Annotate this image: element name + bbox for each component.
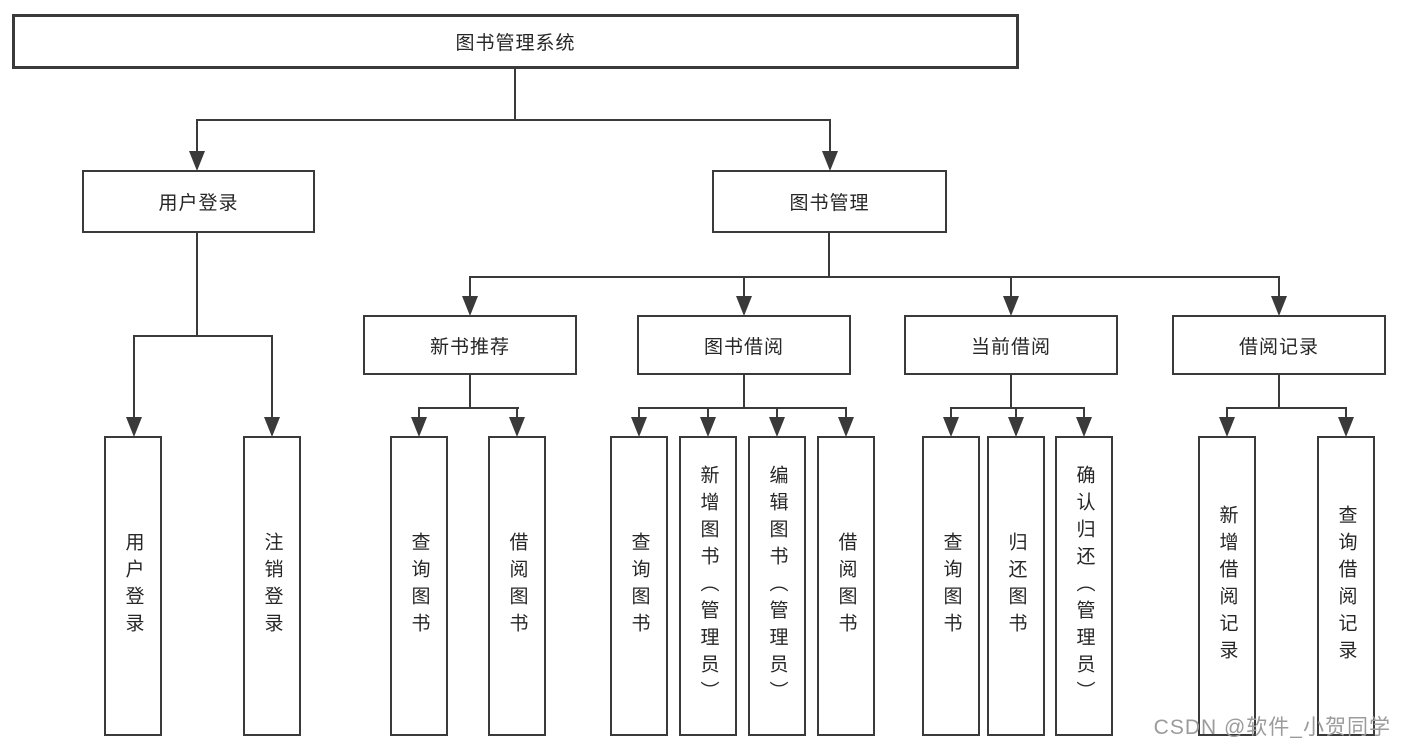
connector-borrow-records-stem [1278, 374, 1280, 409]
leaf-query-borrow-record: 查询借阅记录 [1317, 436, 1375, 736]
arrow-down-icon [264, 417, 280, 437]
node-new-book-recommend-label: 新书推荐 [429, 336, 510, 358]
node-user-login: 用户登录 [82, 170, 315, 233]
leaf-add-borrow-record: 新增借阅记录 [1198, 436, 1256, 736]
leaf-logout: 注销登录 [243, 436, 301, 736]
leaf-logout-label: 注销登录 [261, 532, 283, 640]
connector-drop [1015, 407, 1017, 423]
arrow-down-icon [769, 417, 785, 437]
node-library-system-label: 图书管理系统 [455, 33, 576, 54]
arrow-down-icon [943, 417, 959, 437]
arrow-down-icon [1219, 417, 1235, 437]
node-book-borrow-label: 图书借阅 [703, 336, 784, 358]
leaf-query-books-recommend: 查询图书 [390, 436, 448, 736]
leaf-borrow-books: 借阅图书 [817, 436, 875, 736]
node-new-book-recommend: 新书推荐 [363, 315, 577, 375]
connector-user-login-rail [133, 335, 273, 337]
arrow-down-icon [838, 417, 854, 437]
leaf-add-book-admin: 新增图书（管理员） [679, 436, 737, 736]
leaf-query-books-current-label: 查询图书 [940, 532, 962, 640]
leaf-confirm-return-admin: 确认归还（管理员） [1055, 436, 1113, 736]
leaf-add-book-admin-label: 新增图书（管理员） [697, 464, 719, 708]
connector-drop [1226, 407, 1228, 423]
leaf-borrow-books-recommend: 借阅图书 [488, 436, 546, 736]
connector-new-book-rail [418, 407, 519, 409]
leaf-borrow-books-recommend-label: 借阅图书 [506, 532, 528, 640]
leaf-return-book: 归还图书 [987, 436, 1045, 736]
connector-root-stem [514, 69, 516, 121]
leaf-query-books-recommend-label: 查询图书 [408, 532, 430, 640]
leaf-borrow-books-label: 借阅图书 [835, 532, 857, 640]
leaf-edit-book-admin: 编辑图书（管理员） [748, 436, 806, 736]
connector-book-mgmt-rail [469, 276, 1280, 278]
node-book-management-label: 图书管理 [789, 193, 870, 214]
arrow-down-icon [509, 417, 525, 437]
connector-drop [516, 407, 518, 423]
connector-book-borrow-rail [638, 407, 847, 409]
arrow-down-icon [462, 296, 478, 316]
leaf-user-login: 用户登录 [104, 436, 162, 736]
arrow-down-icon [631, 417, 647, 437]
connector-drop [845, 407, 847, 423]
connector-drop [1083, 407, 1085, 423]
node-library-system: 图书管理系统 [12, 14, 1019, 69]
connector-user-login-stem [196, 233, 198, 337]
csdn-watermark: CSDN @软件_小贺同学 [1153, 716, 1391, 739]
connector-new-book-stem [469, 374, 471, 409]
connector-book-borrow-stem [743, 374, 745, 409]
leaf-edit-book-admin-label: 编辑图书（管理员） [766, 464, 788, 708]
connector-book-mgmt-stem [828, 233, 830, 278]
leaf-user-login-label: 用户登录 [122, 532, 144, 640]
connector-drop [776, 407, 778, 423]
connector-drop-new-book [469, 276, 471, 300]
node-borrow-records-label: 借阅记录 [1238, 336, 1319, 358]
arrow-down-icon [1338, 417, 1354, 437]
leaf-query-books-borrow-label: 查询图书 [628, 532, 650, 640]
leaf-confirm-return-admin-label: 确认归还（管理员） [1073, 464, 1095, 708]
connector-drop [418, 407, 420, 423]
arrow-down-icon [822, 151, 838, 171]
arrow-down-icon [1271, 296, 1287, 316]
connector-current-borrow-stem [1010, 374, 1012, 409]
connector-drop-current-borrow [1010, 276, 1012, 300]
arrow-down-icon [700, 417, 716, 437]
leaf-return-book-label: 归还图书 [1005, 532, 1027, 640]
node-current-borrow: 当前借阅 [904, 315, 1118, 375]
connector-drop-book-borrow [743, 276, 745, 300]
node-user-login-label: 用户登录 [158, 193, 239, 214]
arrow-down-icon [411, 417, 427, 437]
arrow-down-icon [1076, 417, 1092, 437]
connector-drop [1345, 407, 1347, 423]
connector-borrow-records-rail [1226, 407, 1347, 409]
connector-drop [707, 407, 709, 423]
arrow-down-icon [736, 296, 752, 316]
node-book-management: 图书管理 [712, 170, 947, 233]
leaf-query-books-current: 查询图书 [922, 436, 980, 736]
connector-current-borrow-rail [950, 407, 1085, 409]
connector-drop-book-mgmt [829, 119, 831, 157]
connector-drop-borrow-records [1278, 276, 1280, 300]
node-book-borrow: 图书借阅 [637, 315, 851, 375]
connector-drop-logout-leaf [271, 335, 273, 421]
node-borrow-records: 借阅记录 [1172, 315, 1386, 375]
arrow-down-icon [1008, 417, 1024, 437]
connector-drop-login-leaf [133, 335, 135, 421]
arrow-down-icon [1003, 296, 1019, 316]
connector-drop [950, 407, 952, 423]
leaf-query-borrow-record-label: 查询借阅记录 [1335, 505, 1357, 667]
arrow-down-icon [126, 417, 142, 437]
node-current-borrow-label: 当前借阅 [970, 336, 1051, 358]
arrow-down-icon [189, 151, 205, 171]
leaf-add-borrow-record-label: 新增借阅记录 [1216, 505, 1238, 667]
leaf-query-books-borrow: 查询图书 [610, 436, 668, 736]
connector-drop [638, 407, 640, 423]
connector-drop-user-login [196, 119, 198, 157]
connector-root-rail [196, 119, 831, 121]
